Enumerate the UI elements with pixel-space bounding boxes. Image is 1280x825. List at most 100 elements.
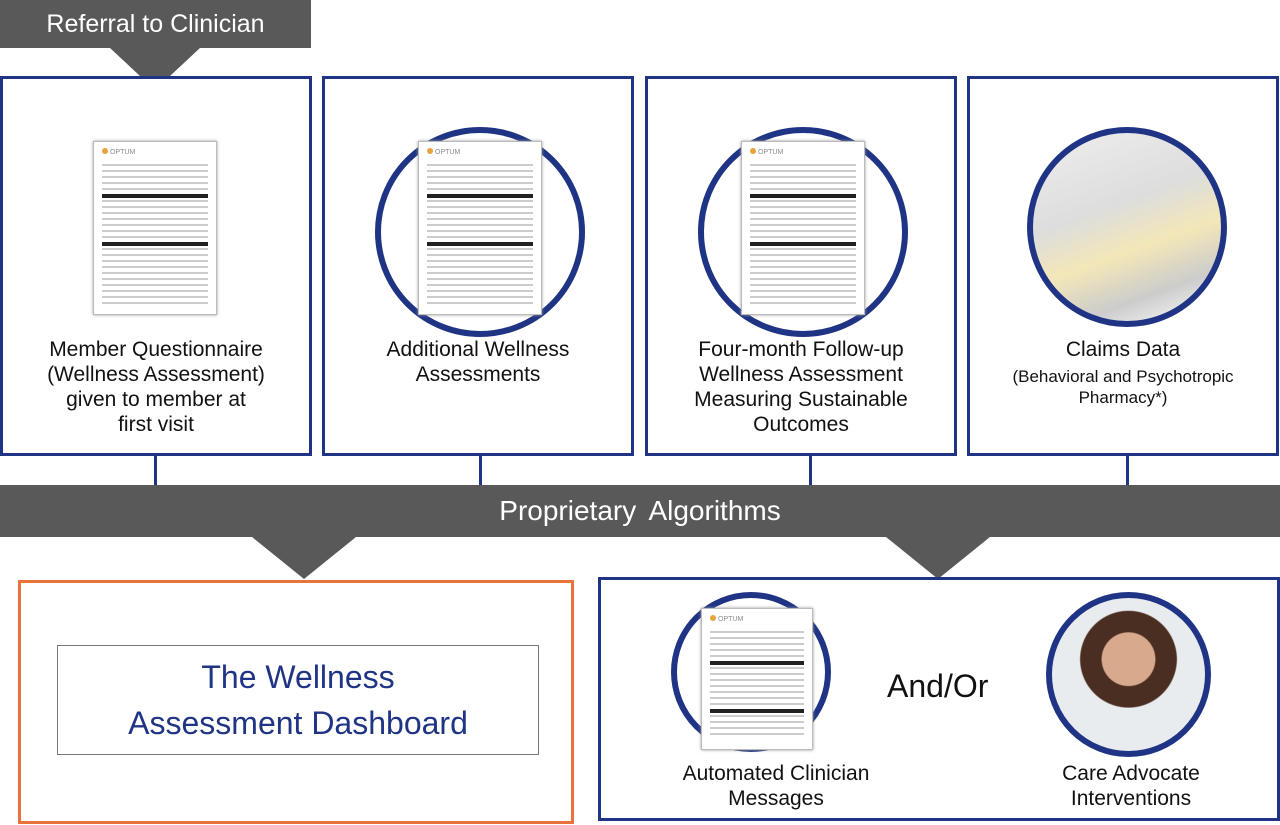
document-text-line — [102, 176, 208, 178]
caption-subtitle: Pharmacy*) — [1078, 388, 1168, 407]
caption-line: Measuring Sustainable — [694, 388, 908, 411]
outputs-frame: OPTUM And/Or Automated Clinician Message… — [598, 577, 1280, 821]
document-text-line — [710, 631, 804, 633]
caption-line: first visit — [118, 413, 194, 436]
document-text-line — [102, 284, 208, 286]
document-text-line — [427, 188, 533, 190]
document-text-line — [102, 206, 208, 208]
caption-line: Member Questionnaire — [49, 338, 263, 361]
additional-assessments-card: OPTUM Additional Wellness Assessments — [322, 76, 634, 456]
document-text-line — [102, 170, 208, 172]
document-text-line — [102, 272, 208, 274]
document-text-line — [427, 242, 533, 246]
document-text-line — [750, 290, 856, 292]
document-text-line — [102, 182, 208, 184]
document-text-line — [427, 272, 533, 274]
arrow-to-dashboard — [252, 537, 356, 579]
document-text-line — [427, 218, 533, 220]
clinician-letter-image: OPTUM — [701, 608, 813, 750]
document-text-line — [102, 290, 208, 292]
document-text-line — [710, 649, 804, 651]
document-text-line — [750, 278, 856, 280]
document-text-line — [427, 170, 533, 172]
document-text-line — [102, 230, 208, 232]
document-text-line — [427, 206, 533, 208]
document-text-line — [427, 236, 533, 238]
document-text-line — [750, 230, 856, 232]
document-text-line — [102, 278, 208, 280]
document-text-line — [710, 643, 804, 645]
document-text-line — [427, 302, 533, 304]
document-text-line — [102, 212, 208, 214]
questionnaire-document-image: OPTUM — [93, 141, 217, 315]
document-text-line — [102, 200, 208, 202]
document-text-line — [710, 679, 804, 681]
proprietary-algorithms-bar: Proprietary Algorithms — [0, 485, 1280, 537]
dashboard-title-line: Assessment Dashboard — [128, 705, 468, 741]
care-advocate-photo — [1046, 592, 1211, 757]
connector-line — [1126, 455, 1129, 485]
document-text-line — [750, 284, 856, 286]
document-text-line — [750, 194, 856, 198]
dashboard-frame — [18, 580, 574, 824]
questionnaire-document-image: OPTUM — [741, 141, 865, 315]
document-text-line — [710, 637, 804, 639]
optum-logo: OPTUM — [710, 615, 743, 623]
connector-line — [809, 455, 812, 485]
document-text-line — [710, 703, 804, 705]
arrow-to-outputs — [886, 537, 990, 579]
document-text-line — [427, 164, 533, 166]
document-text-line — [102, 164, 208, 166]
document-text-line — [750, 254, 856, 256]
document-text-line — [102, 260, 208, 262]
document-text-line — [427, 182, 533, 184]
document-text-line — [710, 709, 804, 713]
document-text-line — [750, 224, 856, 226]
document-text-line — [750, 170, 856, 172]
document-text-line — [102, 296, 208, 298]
caption-line: Messages — [728, 787, 824, 810]
document-text-line — [710, 661, 804, 665]
caption-line: given to member at — [66, 388, 246, 411]
document-text-line — [102, 248, 208, 250]
document-text-line — [710, 673, 804, 675]
referral-banner: Referral to Clinician — [0, 0, 311, 48]
caption-line: Wellness Assessment — [699, 363, 903, 386]
optum-logo: OPTUM — [102, 148, 135, 156]
document-text-line — [750, 188, 856, 190]
claims-data-card: Claims Data (Behavioral and Psychotropic… — [967, 76, 1279, 456]
document-text-line — [102, 218, 208, 220]
claims-papers-image — [1027, 127, 1227, 327]
document-text-line — [427, 200, 533, 202]
optum-logo: OPTUM — [427, 148, 460, 156]
document-text-line — [750, 212, 856, 214]
document-text-line — [750, 206, 856, 208]
connector-line — [154, 455, 157, 485]
questionnaire-document-image: OPTUM — [418, 141, 542, 315]
document-text-line — [750, 272, 856, 274]
document-text-line — [750, 200, 856, 202]
document-text-line — [427, 224, 533, 226]
document-text-line — [750, 302, 856, 304]
document-text-line — [427, 296, 533, 298]
caption-line: Care Advocate — [1062, 762, 1200, 785]
document-text-line — [102, 188, 208, 190]
document-text-line — [427, 290, 533, 292]
document-text-line — [710, 697, 804, 699]
document-text-line — [427, 248, 533, 250]
document-text-line — [427, 230, 533, 232]
document-text-line — [427, 194, 533, 198]
document-text-line — [102, 194, 208, 198]
document-text-line — [102, 302, 208, 304]
caption-line: Outcomes — [753, 413, 849, 436]
document-text-line — [102, 266, 208, 268]
document-text-line — [750, 242, 856, 246]
document-text-line — [750, 236, 856, 238]
document-text-line — [710, 715, 804, 717]
document-text-line — [427, 212, 533, 214]
connector-line — [479, 455, 482, 485]
document-text-line — [710, 721, 804, 723]
document-text-line — [710, 655, 804, 657]
document-text-line — [750, 182, 856, 184]
document-text-line — [102, 242, 208, 246]
